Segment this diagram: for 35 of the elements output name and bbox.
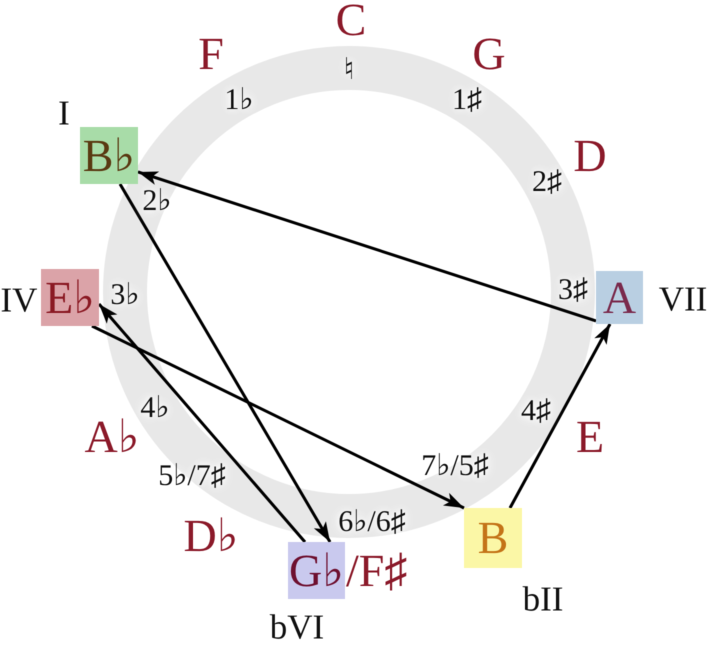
arrow — [138, 170, 596, 322]
note-name: D♭ — [184, 513, 238, 559]
roman-numeral: VII — [658, 282, 708, 316]
note-name: A♭ — [84, 414, 140, 460]
note-name: E — [576, 414, 604, 460]
accidental-label: 5♭/7♯ — [158, 461, 226, 491]
arrow — [98, 303, 306, 543]
note-name: G — [472, 31, 506, 77]
note-box: B — [464, 508, 522, 568]
note-name: F — [198, 31, 224, 77]
accidental-label: 3♯ — [558, 275, 588, 305]
accidental-label: 1♯ — [452, 85, 482, 115]
note-box: E♭ — [41, 269, 99, 326]
note-name: C — [336, 0, 366, 43]
arrow — [508, 323, 612, 509]
arrow — [91, 324, 465, 510]
note-box: G♭ — [288, 542, 345, 599]
accidental-label: 2♭ — [142, 186, 172, 216]
note-name: D — [573, 133, 607, 179]
arrow — [118, 183, 332, 543]
accidental-label: 6♭/6♯ — [338, 507, 406, 537]
roman-numeral: IV — [0, 282, 38, 318]
accidental-label: 1♭ — [224, 85, 254, 115]
note-name: /F♯ — [346, 548, 408, 594]
note-box: B♭ — [80, 127, 138, 184]
roman-numeral: bVI — [270, 610, 324, 644]
accidental-label: 4♭ — [140, 393, 170, 423]
note-box: A — [596, 271, 643, 324]
accidental-label: 7♭/5♯ — [421, 451, 489, 481]
accidental-label: 3♭ — [110, 280, 140, 310]
accidental-label: ♮ — [344, 55, 354, 85]
accidental-label: 4♯ — [521, 396, 551, 426]
accidental-label: 2♯ — [532, 167, 562, 197]
roman-numeral: I — [58, 96, 70, 130]
roman-numeral: bII — [522, 582, 564, 616]
